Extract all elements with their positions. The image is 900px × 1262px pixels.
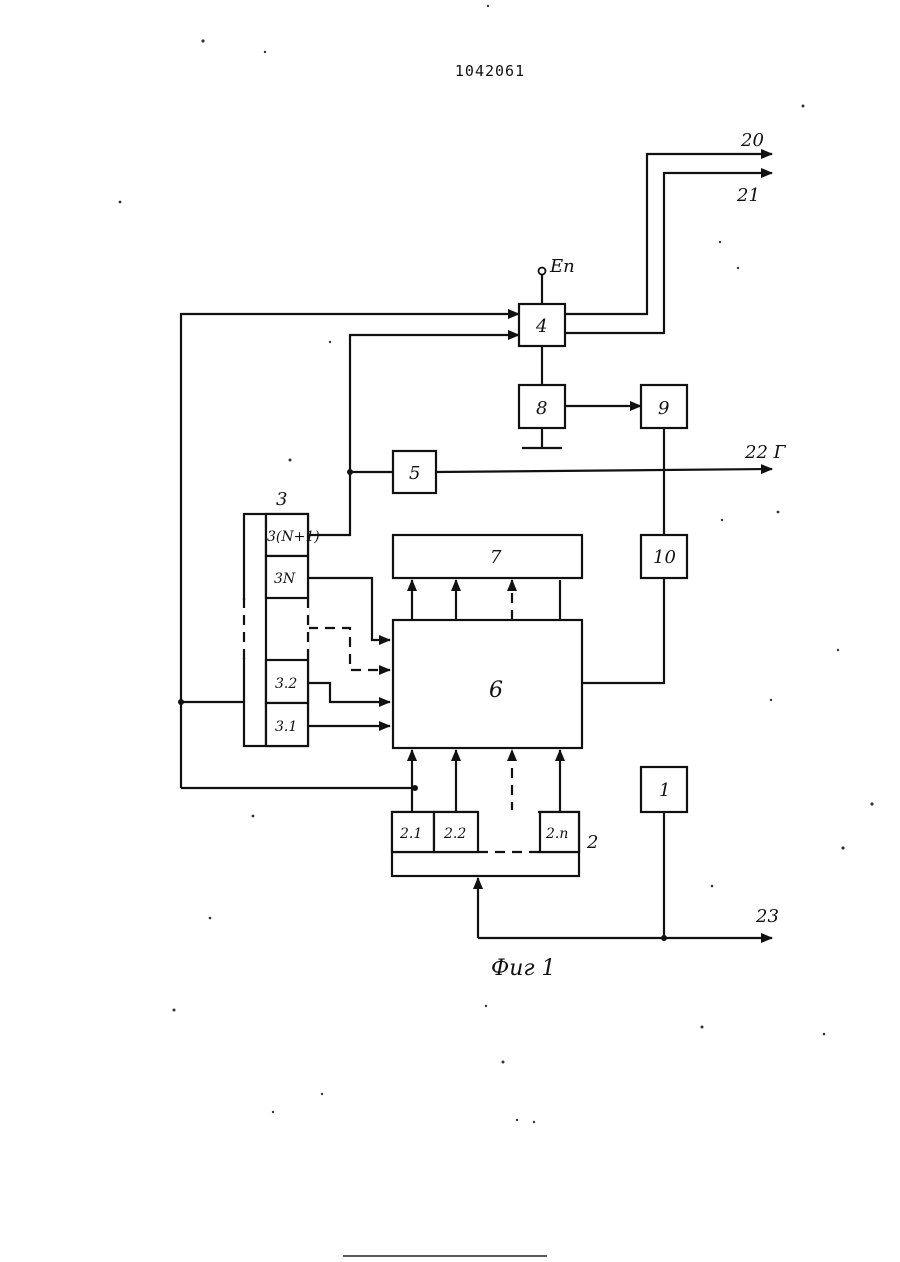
label-block-6: 6 [489, 678, 503, 703]
label-block-1: 1 [659, 780, 670, 801]
label-block-3-n: 3N [274, 571, 296, 587]
junction-dot [347, 469, 353, 475]
wire-3n-to-6 [308, 578, 390, 640]
label-block-10: 10 [653, 547, 676, 568]
label-block-2-2: 2.2 [443, 826, 466, 842]
label-block-8: 8 [536, 398, 547, 419]
block-7 [393, 535, 582, 578]
label-output-20: 20 [740, 130, 764, 151]
label-block-3-1: 3.1 [275, 719, 297, 735]
junction-dot [178, 699, 184, 705]
wire-10-to-6 [582, 578, 664, 683]
label-block-9: 9 [658, 398, 669, 419]
label-block-3-n1: 3(N+1) [267, 529, 320, 545]
label-block-3-2: 3.2 [275, 676, 297, 692]
wire-3dash-to-6 [308, 628, 390, 670]
label-output-23: 23 [755, 906, 779, 927]
wire-4-to-20 [565, 154, 772, 314]
wire-8-ground [522, 428, 562, 448]
supply-terminal [539, 268, 546, 275]
wire-3n1-to-4 [308, 335, 519, 535]
wire-32-to-6 [308, 683, 390, 702]
label-supply: Eп [549, 256, 575, 277]
label-block-2-n: 2.n [545, 826, 568, 842]
label-block-4: 4 [535, 316, 547, 337]
figure-caption: Фиг 1 [491, 956, 556, 981]
label-block-5: 5 [409, 463, 420, 484]
block-6 [393, 620, 582, 748]
label-block-7: 7 [490, 547, 502, 568]
label-output-21: 21 [736, 185, 760, 206]
label-block-2: 2 [586, 832, 598, 853]
junction-dot [661, 935, 667, 941]
label-block-2-1: 2.1 [399, 826, 422, 842]
label-block-3: 3 [276, 489, 287, 510]
wire-5-to-22 [436, 469, 772, 472]
label-output-22: 22 Г [744, 442, 787, 463]
